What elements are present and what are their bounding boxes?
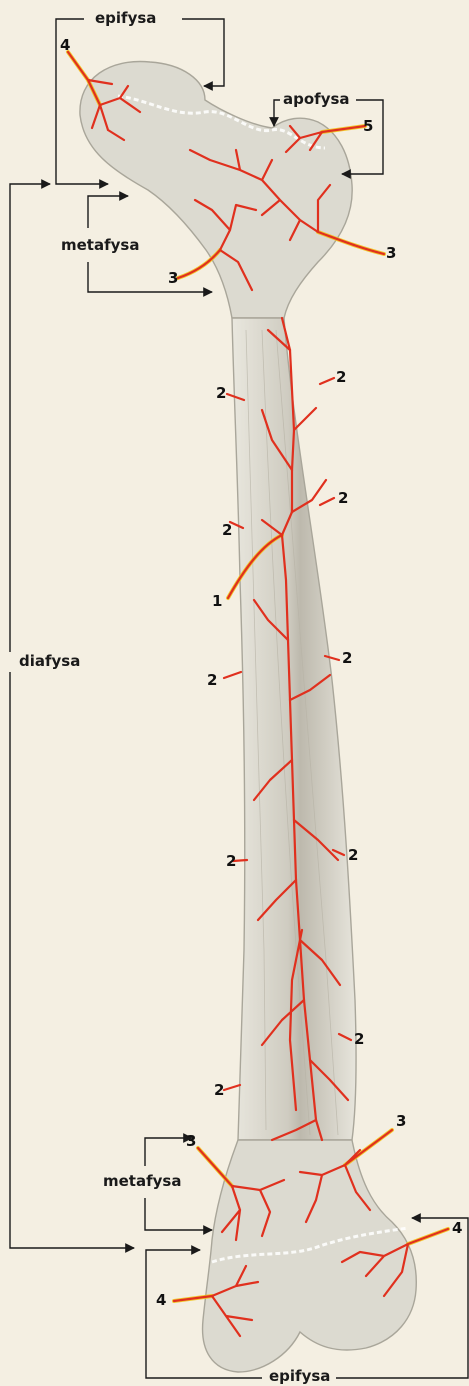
- label-diaphysis: diafysa: [16, 652, 83, 670]
- number-4-right-bottom: 4: [452, 1220, 462, 1236]
- number-2: 2: [207, 672, 217, 688]
- label-apophysis: apofysa: [280, 90, 353, 108]
- bracket-diaphysis: [10, 184, 50, 652]
- number-2: 2: [348, 847, 358, 863]
- number-3-right-bottom: 3: [396, 1113, 406, 1129]
- number-3-left-top: 3: [168, 270, 178, 286]
- number-2: 2: [338, 490, 348, 506]
- number-3-left-bottom: 3: [186, 1133, 196, 1149]
- number-2: 2: [342, 650, 352, 666]
- number-2: 2: [354, 1031, 364, 1047]
- number-2: 2: [226, 853, 236, 869]
- bracket-metaphysis-top: [88, 196, 128, 228]
- number-2: 2: [222, 522, 232, 538]
- label-metaphysis-bottom: metafysa: [100, 1172, 184, 1190]
- label-metaphysis-top: metafysa: [58, 236, 142, 254]
- number-4-left-bottom: 4: [156, 1292, 166, 1308]
- bracket-metaphysis-bottom: [145, 1138, 192, 1166]
- number-2: 2: [336, 369, 346, 385]
- number-3-right-top: 3: [386, 245, 396, 261]
- label-epiphysis-bottom: epifysa: [266, 1367, 333, 1385]
- number-4-top: 4: [60, 37, 70, 53]
- number-2: 2: [214, 1082, 224, 1098]
- number-1: 1: [212, 593, 222, 609]
- label-epiphysis-top: epifysa: [92, 9, 159, 27]
- number-5: 5: [363, 118, 373, 134]
- number-2: 2: [216, 385, 226, 401]
